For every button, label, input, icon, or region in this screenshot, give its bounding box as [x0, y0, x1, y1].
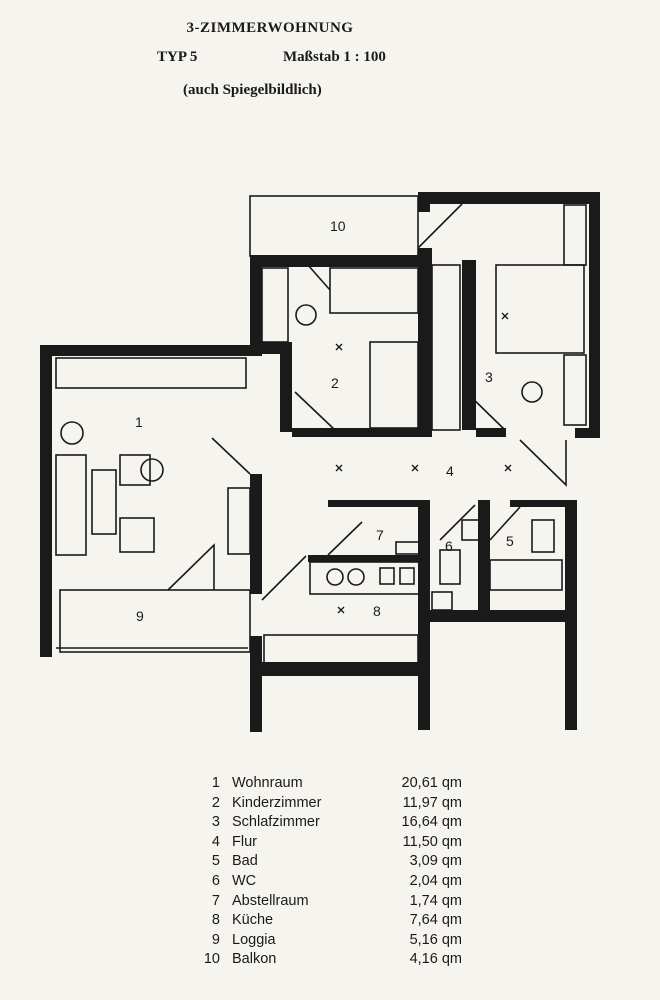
legend-room-name: Bad [232, 853, 258, 870]
legend-number: 10 [203, 951, 220, 968]
legend-row: 10 Balkon 4,16 qm [200, 951, 470, 971]
legend-row: 6 WC 2,04 qm [200, 873, 470, 893]
legend-room-area: 11,97 qm [402, 794, 462, 811]
plan-title: 3-ZIMMERWOHNUNG [186, 20, 354, 36]
legend-room-area: 4,16 qm [409, 951, 462, 968]
room-number-2: 2 [331, 375, 339, 391]
legend-room-area: 11,50 qm [402, 833, 462, 850]
legend-room-area: 20,61 qm [401, 775, 462, 791]
room-number-8: 8 [373, 603, 381, 619]
legend-number: 9 [211, 931, 220, 948]
legend-room-name: Loggia [232, 931, 276, 948]
plan-note: (auch Spiegelbildlich) [183, 82, 322, 98]
legend-room-area: 5,16 qm [409, 931, 462, 948]
legend-room-area: 7,64 qm [409, 912, 462, 929]
legend-number: 6 [211, 872, 220, 889]
legend-number: 3 [211, 814, 220, 831]
floor-plan: 1 2 3 4 5 6 7 8 9 10 [40, 192, 600, 732]
legend-number: 5 [211, 853, 220, 870]
legend-room-name: Küche [232, 912, 274, 929]
legend-row: 7 Abstellraum 1,74 qm [200, 893, 470, 913]
legend-room-name: Abstellraum [232, 892, 309, 909]
legend-number: 2 [211, 794, 220, 811]
legend-row: 1 Wohnraum 20,61 qm [200, 775, 470, 795]
plan-scale: Maßstab 1 : 100 [283, 49, 386, 65]
legend-room-name: Flur [232, 833, 257, 850]
room-number-1: 1 [135, 414, 143, 430]
legend-row: 8 Küche 7,64 qm [200, 912, 470, 932]
legend-row: 4 Flur 11,50 qm [200, 834, 470, 854]
plan-type: TYP 5 [157, 49, 198, 65]
room-number-4: 4 [446, 463, 454, 479]
room-number-5: 5 [506, 533, 514, 549]
legend-room-area: 16,64 qm [401, 814, 462, 831]
room-number-6: 6 [445, 538, 453, 554]
legend-room-area: 3,09 qm [409, 853, 462, 870]
room-number-7: 7 [376, 527, 384, 543]
legend-room-area: 2,04 qm [409, 872, 462, 889]
legend-row: 5 Bad 3,09 qm [200, 853, 470, 873]
legend-room-area: 1,74 qm [409, 892, 462, 909]
walls [40, 192, 600, 732]
legend-number: 8 [211, 912, 220, 929]
legend-room-name: WC [232, 872, 257, 889]
legend-row: 3 Schlafzimmer 16,64 qm [200, 814, 470, 834]
legend-row: 2 Kinderzimmer 11,97 qm [200, 795, 470, 815]
room-number-9: 9 [136, 608, 144, 624]
legend-row: 9 Loggia 5,16 qm [200, 932, 470, 952]
legend-number: 4 [211, 833, 220, 850]
legend-number: 1 [211, 775, 220, 791]
room-number-10: 10 [330, 218, 346, 234]
fixtures [55, 195, 587, 664]
legend-room-name: Schlafzimmer [232, 814, 320, 831]
legend-room-name: Kinderzimmer [232, 794, 322, 811]
legend-number: 7 [211, 892, 220, 909]
ceiling-light-marks [335, 312, 512, 614]
legend-room-name: Wohnraum [232, 775, 303, 791]
room-numbers: 1 2 3 4 5 6 7 8 9 10 [135, 218, 514, 624]
room-number-3: 3 [485, 369, 493, 385]
legend-room-name: Balkon [232, 951, 277, 968]
